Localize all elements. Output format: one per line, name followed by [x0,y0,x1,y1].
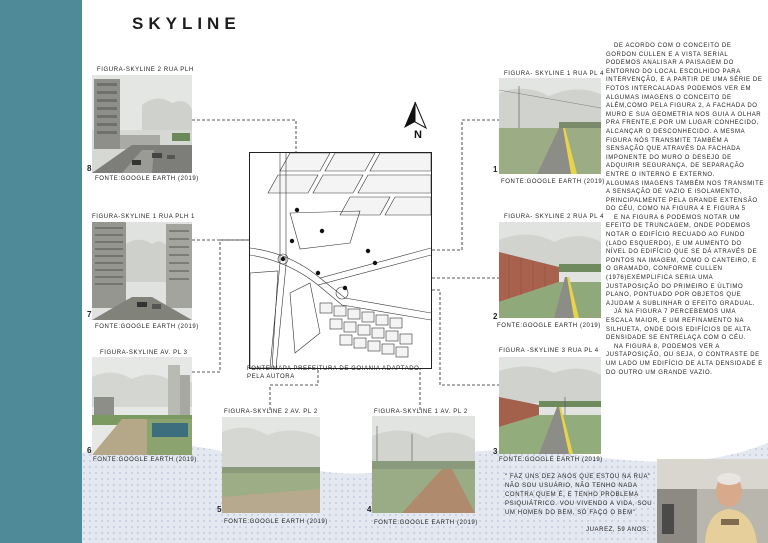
figure-6-source: FONTE:GOOGLE EARTH (2019) [93,457,197,463]
quote-author: JUAREZ, 59 ANOS. [586,527,649,533]
figure-7-source: FONTE:GOOGLE EARTH (2019) [95,324,199,330]
text-block-1: DE ACORDO COM O CONCEITO DE GORDON CULLE… [606,43,763,178]
text-block-2: ALGUMAS IMAGENS TAMBÉM NOS TRANSMITE A S… [606,180,764,213]
left-color-band [0,0,82,543]
figure-8-number: 8 [87,164,92,173]
interview-quote: " FAZ UNS DEZ ANOS QUE ESTOU NA RUA" NÃO… [505,474,653,516]
figure-1-number: 1 [493,165,498,174]
figure-1-photo [499,78,601,174]
figure-7-caption: FIGURA-SKYLINE 1 RUA PLH 1 [92,214,195,220]
figure-2-number: 2 [493,312,498,321]
figure-3-photo [499,357,601,454]
page-title: SKYLINE [132,14,241,33]
text-block-4: JÁ NA FIGURA 7 PERCEBEMOS UMA ESCALA MAI… [606,309,751,342]
figure-2-photo [499,222,601,318]
figure-4-number: 4 [367,505,372,514]
figure-4-source: FONTE:GOOGLE EARTH (2019) [374,520,478,526]
figure-3-number: 3 [493,447,498,456]
figure-1-source: FONTE:GOOGLE EARTH (2019) [501,179,605,185]
figure-4-caption: FIGURA-SKYLINE 1 AV. PL 2 [374,409,468,415]
figure-6-caption: FIGURA-SKYLINE AV. PL 3 [100,350,188,356]
figure-5-caption: FIGURA-SKYLINE 2 AV. PL 2 [224,409,318,415]
map-source-line2: PELA AUTORA [247,374,295,380]
figure-8-caption: FIGURA-SKYLINE 2 RUA PLH [97,67,194,73]
analysis-text: DE ACORDO COM O CONCEITO DE GORDON CULLE… [606,42,764,377]
figure-2-caption: FIGURA- SKYLINE 2 RUA PL 4 [504,214,605,220]
figure-3-source: FONTE:GOOGLE EARTH (2019) [499,457,603,463]
figure-4-photo [372,416,475,513]
figure-8-photo [92,75,192,173]
figure-6-photo [92,357,192,455]
figure-7-photo [92,222,192,320]
figure-5-photo [222,417,320,513]
figure-5-source: FONTE:GOOGLE EARTH (2019) [224,519,328,525]
north-arrow-icon: N [404,101,428,140]
figure-6-number: 6 [87,446,92,455]
figure-3-caption: FIGURA -SKYLINE 3 RUA PL 4 [499,348,599,354]
map-source-line1: FONTE:MAPA PREFEITURA DE GOIANIA ADAPTAD… [247,366,420,372]
site-map [249,152,432,369]
figure-7-number: 7 [87,310,92,319]
north-label: N [414,129,422,140]
figure-8-source: FONTE:GOOGLE EARTH (2019) [95,176,199,182]
text-block-3: E NA FIGURA 6 PODEMOS NOTAR UM EFEITO DE… [606,214,758,307]
figure-2-source: FONTE:GOOGLE EARTH (2019) [497,323,601,329]
interviewee-photo [657,459,768,543]
text-block-5: NA FIGURA 8, PODEMOS VER A JUSTAPOSIÇÃO,… [606,343,763,376]
figure-1-caption: FIGURA- SKYLINE 1 RUA PL 4 [504,71,605,77]
figure-5-number: 5 [217,505,222,514]
